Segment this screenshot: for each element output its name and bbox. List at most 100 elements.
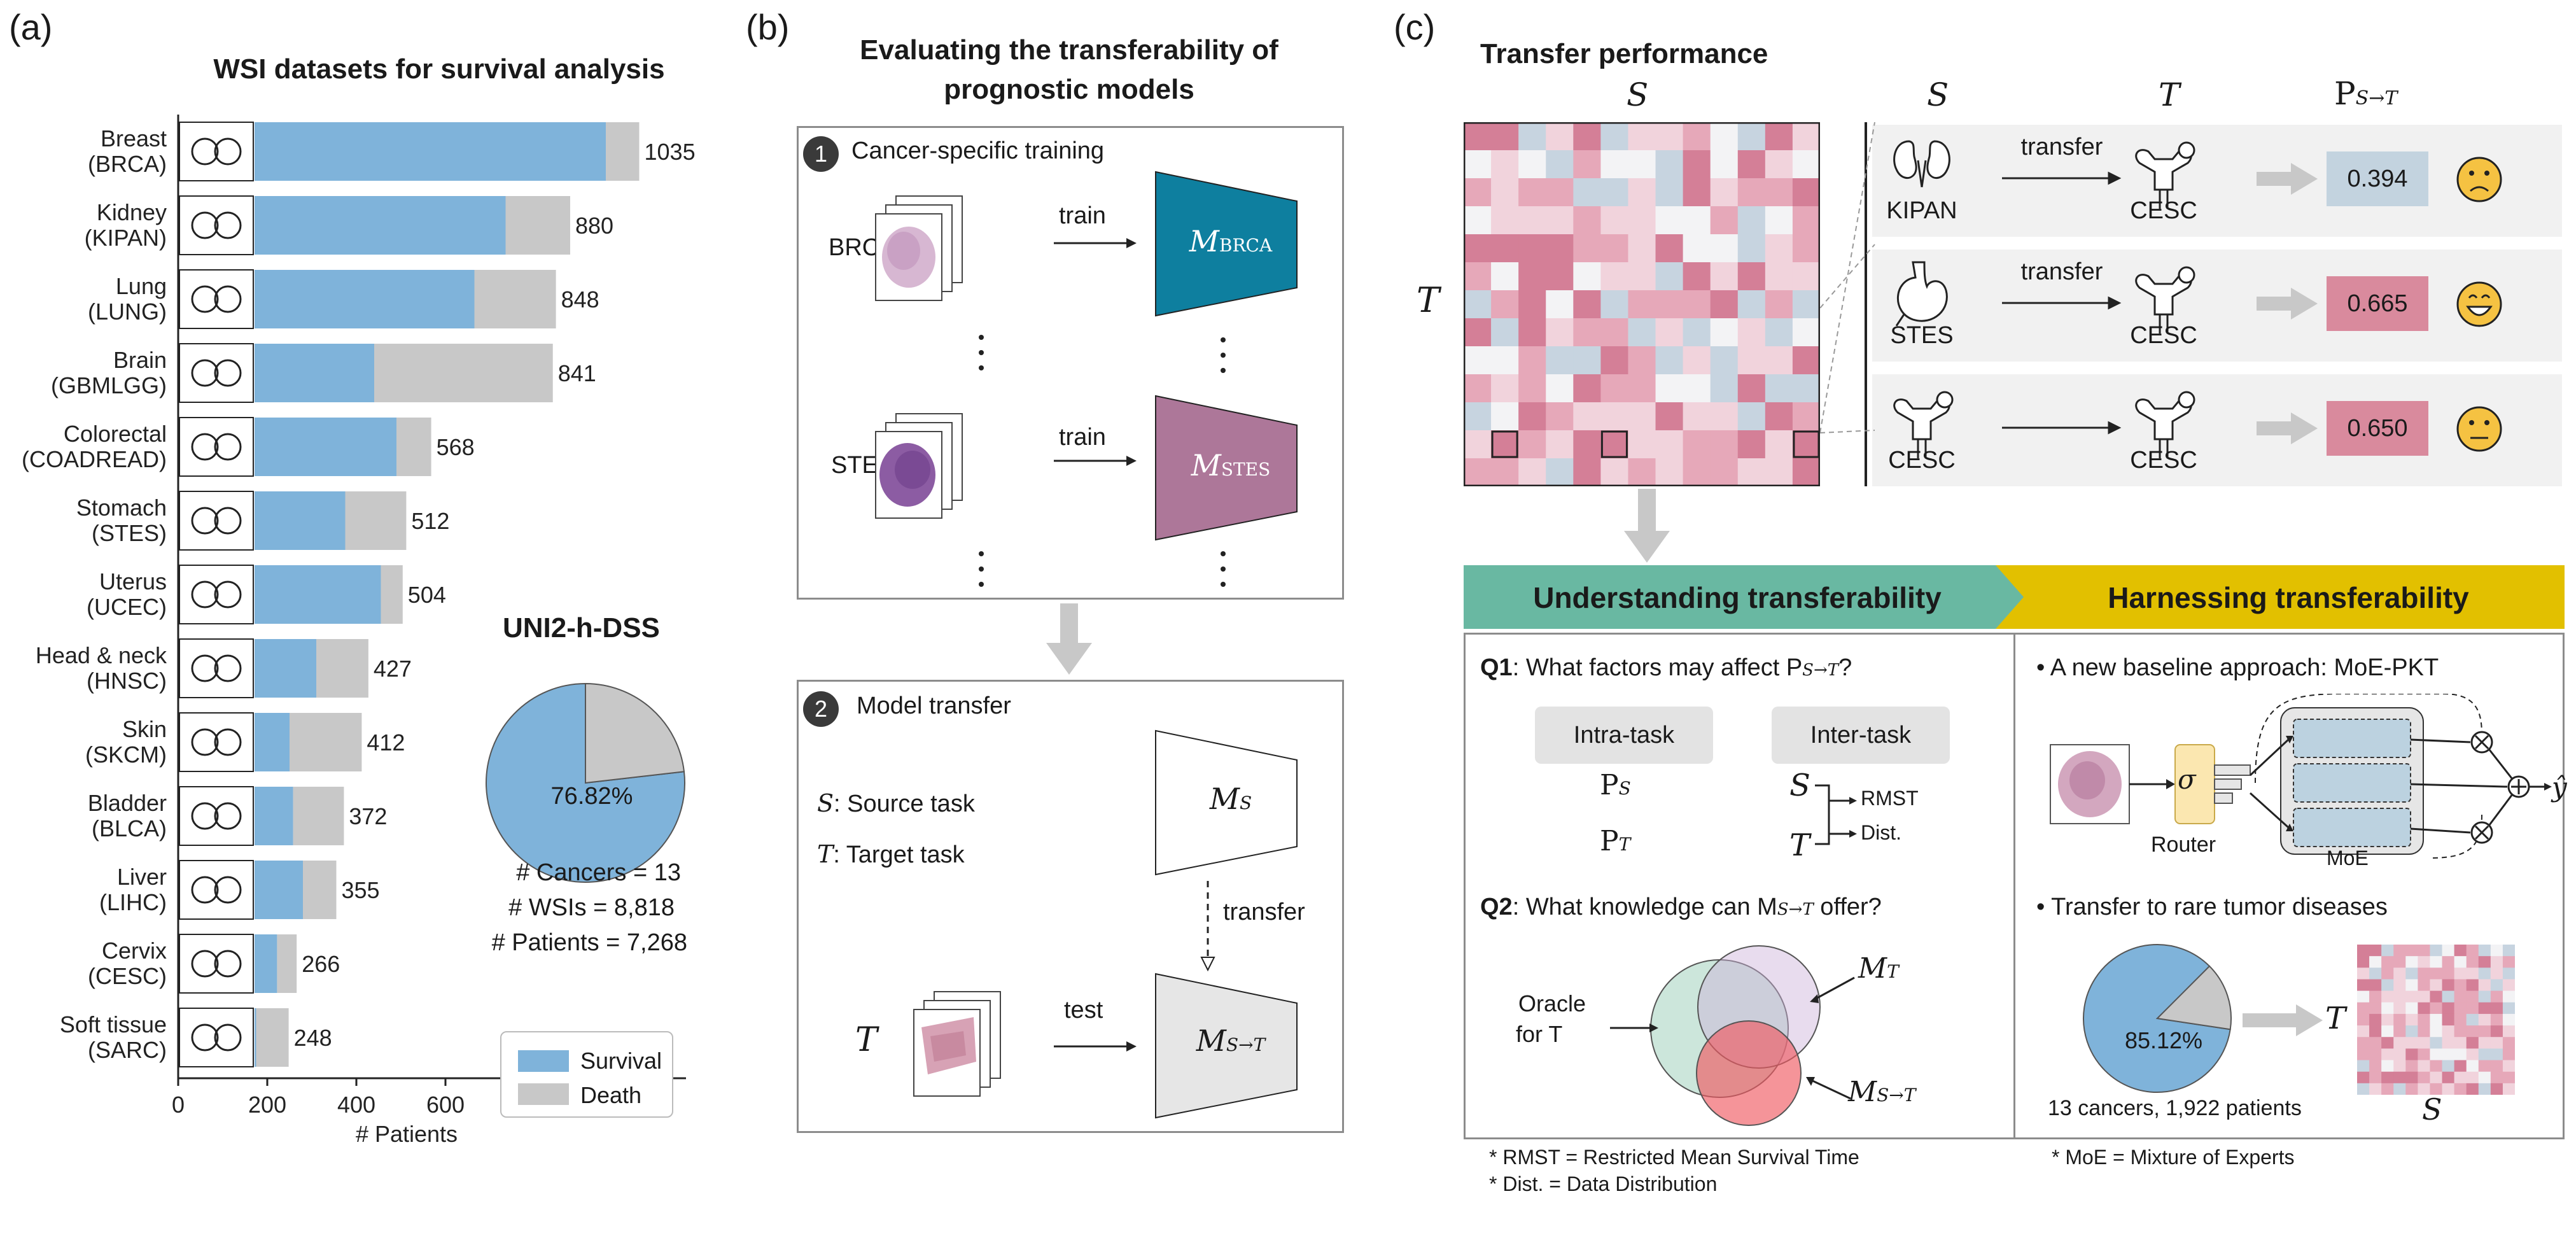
heatmap-cell (2466, 1048, 2479, 1061)
moe-diagram (2050, 694, 2552, 859)
organ-icon (214, 580, 242, 608)
row2-transfer: transfer (2020, 258, 2103, 285)
row2-source: STES (1890, 322, 1954, 349)
heatmap-cell (1600, 458, 1628, 486)
organ-icon (214, 285, 242, 313)
heatmap-cell (1765, 262, 1793, 291)
heatmap-cell (2502, 1025, 2515, 1038)
heatmap-cell (2454, 1048, 2467, 1061)
heatmap-cell (2490, 967, 2503, 980)
organ-icon-box (179, 1008, 254, 1067)
category-label: Soft tissue (60, 1011, 167, 1038)
heatmap-cell (1792, 262, 1820, 291)
value-box-2 (2327, 276, 2428, 331)
transfer-label-b: transfer (1223, 899, 1305, 925)
heatmap-cell (2466, 1060, 2479, 1073)
heatmap-cell (2405, 1048, 2418, 1061)
chart-legend: Survival Death (500, 1031, 673, 1118)
panel-b-label: (b) (746, 7, 790, 47)
heatmap-cell (1518, 458, 1546, 486)
heatmap-cell (1683, 346, 1711, 375)
col-header-source: S (1927, 76, 1949, 113)
category-label: (HNSC) (87, 668, 167, 694)
heatmap-cell (1655, 430, 1684, 459)
heatmap-cell (2466, 956, 2479, 968)
uterus-icon-target-1 (2135, 141, 2195, 209)
heatmap-cell (2454, 1071, 2467, 1084)
rare-pie-caption: 13 cancers, 1,922 patients (2048, 1096, 2302, 1120)
category-label: Uterus (99, 568, 167, 594)
heatmap-cell (1518, 318, 1546, 347)
heatmap-cell (2369, 1083, 2382, 1095)
heatmap-cell (1792, 374, 1820, 403)
heatmap-cell (2418, 1002, 2430, 1015)
heatmap-cell (2405, 1083, 2418, 1095)
heatmap-cell (2357, 1048, 2370, 1061)
bar-total-label: 355 (342, 877, 380, 903)
heatmap-cell (2502, 967, 2515, 980)
heatmap-cell (2466, 1025, 2479, 1038)
bar-survival (255, 418, 396, 476)
organ-icon (214, 1023, 242, 1052)
venn-mst-label: MS→T (1848, 1076, 1916, 1108)
heatmap-cell (2502, 1013, 2515, 1026)
heatmap-cell (2478, 979, 2491, 992)
heatmap-cell (1518, 178, 1546, 207)
bar-total-label: 568 (437, 434, 475, 460)
heatmap-cell (2381, 1037, 2394, 1049)
heatmap-cell (1683, 206, 1711, 235)
heatmap-cell (2502, 945, 2515, 957)
heatmap-cell (2393, 1083, 2406, 1095)
heatmap-cell (2357, 1083, 2370, 1095)
moe-label: MoE (2327, 847, 2369, 869)
heatmap-cell (1491, 206, 1519, 235)
heatmap-cell (2442, 1037, 2455, 1049)
heatmap-cell (1710, 374, 1739, 403)
brca-slide-stack (875, 195, 963, 301)
rows-divider (1865, 122, 1867, 486)
model-st-label: MS→T (1196, 1023, 1266, 1058)
heatmap-cell (2442, 1002, 2455, 1015)
category-label: (STES) (92, 520, 167, 546)
heatmap-cell (1546, 430, 1574, 459)
row3-value: 0.650 (2347, 415, 2408, 442)
inter-task-bracket (1815, 784, 1857, 845)
heatmap-cell (1683, 234, 1711, 263)
heatmap-cell (2454, 1025, 2467, 1038)
category-label: Skin (122, 716, 167, 742)
heatmap-cell (1710, 402, 1739, 431)
heatmap-cell (1683, 178, 1711, 207)
heatmap-cell (1628, 234, 1656, 263)
heatmap-cell (2393, 1025, 2406, 1038)
heatmap-cell (1737, 206, 1766, 235)
heatmap-cell (1464, 178, 1492, 207)
heatmap-cell (1737, 234, 1766, 263)
organ-icon (214, 876, 242, 904)
model-brca-shape (1155, 171, 1298, 317)
rare-s-symbol: S (2422, 1092, 2442, 1127)
heatmap-cell (2478, 1013, 2491, 1026)
heatmap-cell (2381, 1060, 2394, 1073)
value-box-1 (2327, 151, 2428, 206)
heatmap-cell (2357, 1071, 2370, 1084)
heatmap-cell (1683, 402, 1711, 431)
target-slide-stack (913, 991, 1001, 1097)
heatmap-cell (2381, 1083, 2394, 1095)
legend-label-death: Death (580, 1082, 642, 1108)
heatmap-cell (2393, 1002, 2406, 1015)
heatmap-cell (1737, 178, 1766, 207)
heatmap-cell (2478, 1048, 2491, 1061)
organ-icon (214, 137, 242, 165)
heatmap-cell (2430, 945, 2443, 957)
heatmap-cell (1737, 262, 1766, 291)
heatmap-cell (1464, 458, 1492, 486)
heatmap-cell (2393, 956, 2406, 968)
organ-icon (191, 580, 219, 608)
pie-title: UNI2-h-DSS (503, 612, 660, 644)
organ-icon (191, 433, 219, 461)
pie-slice (2155, 965, 2232, 1030)
heatmap-cell (1737, 290, 1766, 319)
banners (1464, 565, 2565, 629)
heatmap-cell (1792, 150, 1820, 179)
stat-cancers: # Cancers = 13 (516, 859, 681, 886)
